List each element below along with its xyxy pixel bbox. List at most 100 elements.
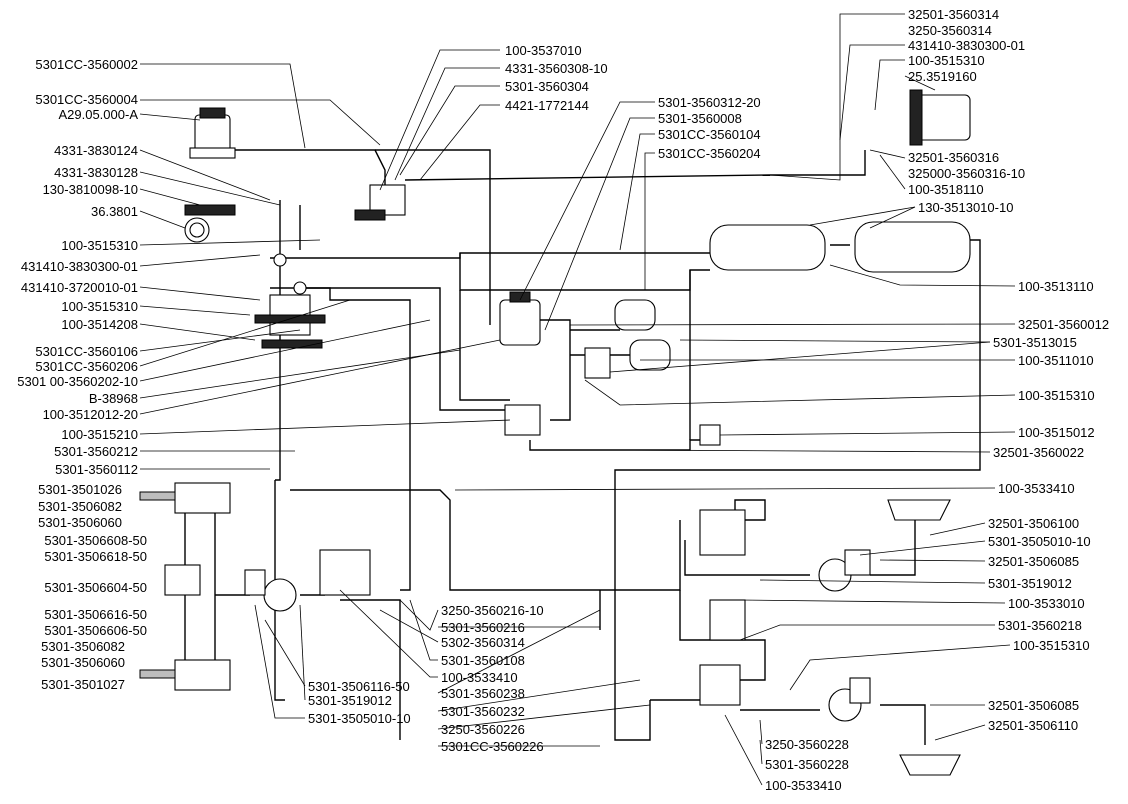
- label-right: 100-3513110: [1018, 279, 1094, 294]
- label-top: 4331-3560308-10: [505, 61, 608, 76]
- right-upper-brake-chamber: [818, 549, 871, 592]
- label-top: 5301-3560008: [658, 111, 742, 126]
- label-left: 5301-3560112: [55, 462, 138, 477]
- left-valve-stack: [254, 253, 326, 349]
- label-left: 431410-3720010-01: [21, 280, 138, 295]
- label-top-right: 3250-3560314: [908, 23, 992, 38]
- label-left: 4331-3830124: [54, 143, 138, 158]
- label-left: 5301-3506608-50: [44, 533, 147, 548]
- small-receiver-upper: [614, 299, 656, 331]
- pressure-regulator: [699, 424, 721, 446]
- label-left: B-38968: [89, 391, 138, 406]
- label-top: 5301CC-3560104: [658, 127, 761, 142]
- label-top-right: 130-3513010-10: [918, 200, 1013, 215]
- labels-bottom: 5301-3506116-50 5301-3519012 5301-350501…: [308, 603, 849, 793]
- label-bottom: 5301-3560216: [441, 620, 525, 635]
- label-top-right: 32501-3560314: [908, 7, 999, 22]
- label-right: 100-3511010: [1018, 353, 1094, 368]
- left-axle-modulator: [164, 564, 201, 596]
- labels-left: 5301CC-3560002 5301CC-3560004 A29.05.000…: [17, 57, 147, 692]
- air-receiver-2: [854, 221, 971, 273]
- label-top: 5301-3560304: [505, 79, 589, 94]
- label-right: 5301-3519012: [988, 576, 1072, 591]
- label-left: 4331-3830128: [54, 165, 138, 180]
- label-top-right: 100-3518110: [908, 182, 984, 197]
- label-left: 431410-3830300-01: [21, 259, 138, 274]
- right-lower-brake-chamber: [828, 677, 871, 722]
- labels-top-center: 100-3537010 4331-3560308-10 5301-3560304…: [505, 43, 761, 161]
- relay-valve: [504, 404, 541, 436]
- label-bottom: 5302-3560314: [441, 635, 525, 650]
- label-bottom: 5301-3560238: [441, 686, 525, 701]
- label-left: 5301-3506618-50: [44, 549, 147, 564]
- labels-right: 100-3513110 32501-3560012 5301-3513015 1…: [988, 279, 1109, 733]
- labels-top-right: 32501-3560314 3250-3560314 431410-383030…: [908, 7, 1025, 215]
- label-left: 5301-3506616-50: [44, 607, 147, 622]
- label-left: 5301-3506082: [38, 499, 122, 514]
- label-left: 5301-3506604-50: [44, 580, 147, 595]
- label-left: 100-3515310: [61, 299, 138, 314]
- label-left: 130-3810098-10: [43, 182, 138, 197]
- left-axle-rear-brake: [139, 659, 231, 691]
- label-top: 5301CC-3560204: [658, 146, 761, 161]
- label-left: A29.05.000-A: [58, 107, 138, 122]
- label-bottom: 100-3533410: [765, 778, 842, 793]
- compressor: [189, 107, 236, 159]
- right-lower-abs-valve: [699, 664, 741, 706]
- right-middle-valve: [709, 599, 746, 641]
- label-top: 100-3537010: [505, 43, 582, 58]
- label-left: 5301-3506060: [41, 655, 125, 670]
- label-right: 100-3533010: [1008, 596, 1085, 611]
- label-bottom: 100-3533410: [441, 670, 518, 685]
- label-left: 100-3515210: [61, 427, 138, 442]
- moisture-separator: [584, 347, 611, 379]
- label-top-right: 100-3515310: [908, 53, 985, 68]
- label-right: 32501-3506085: [988, 698, 1079, 713]
- label-right: 32501-3560012: [1018, 317, 1109, 332]
- air-receiver-1: [709, 224, 826, 271]
- label-left: 5301-3506060: [38, 515, 122, 530]
- label-right: 100-3515310: [1018, 388, 1095, 403]
- label-right: 32501-3506110: [988, 718, 1078, 733]
- upper-valve-cluster: [354, 184, 406, 221]
- label-top: 5301-3560312-20: [658, 95, 761, 110]
- pressure-gauge: [184, 204, 236, 243]
- label-left: 5301CC-3560002: [35, 57, 138, 72]
- label-right: 32501-3560022: [993, 445, 1084, 460]
- label-left: 5301-3501027: [41, 677, 125, 692]
- label-bottom: 5301-3505010-10: [308, 711, 411, 726]
- label-left: 36.3801: [91, 204, 138, 219]
- right-lower-brake-drum: [899, 754, 961, 776]
- label-bottom: 5301-3560228: [765, 757, 849, 772]
- label-left: 5301-3560212: [54, 444, 138, 459]
- small-receiver-lower: [629, 339, 671, 371]
- label-top-right: 32501-3560316: [908, 150, 999, 165]
- label-right: 32501-3506100: [988, 516, 1079, 531]
- label-left: 5301CC-3560206: [35, 359, 138, 374]
- label-right: 100-3533410: [998, 481, 1075, 496]
- label-bottom: 3250-3560228: [765, 737, 849, 752]
- label-right: 5301-3513015: [993, 335, 1077, 350]
- left-axle-front-brake: [139, 482, 231, 514]
- label-top: 4421-1772144: [505, 98, 589, 113]
- label-bottom: 3250-3560226: [441, 722, 525, 737]
- left-brake-chamber: [244, 569, 297, 612]
- label-top-right: 325000-3560316-10: [908, 166, 1025, 181]
- label-left: 5301 00-3560202-10: [17, 374, 138, 389]
- label-right: 5301-3560218: [998, 618, 1082, 633]
- label-right: 5301-3505010-10: [988, 534, 1091, 549]
- left-abs-valve: [319, 549, 371, 596]
- label-right: 100-3515310: [1013, 638, 1090, 653]
- label-bottom: 5301-3560232: [441, 704, 525, 719]
- label-bottom: 5301-3560108: [441, 653, 525, 668]
- components: [139, 89, 971, 776]
- label-left: 5301-3506082: [41, 639, 125, 654]
- label-bottom: 5301-3506116-50: [308, 679, 410, 694]
- label-right: 32501-3506085: [988, 554, 1079, 569]
- spring-brake-chamber: [909, 89, 971, 146]
- label-left: 5301CC-3560106: [35, 344, 138, 359]
- label-bottom: 5301CC-3560226: [441, 739, 544, 754]
- label-left: 100-3514208: [61, 317, 138, 332]
- right-upper-abs-valve: [699, 509, 746, 556]
